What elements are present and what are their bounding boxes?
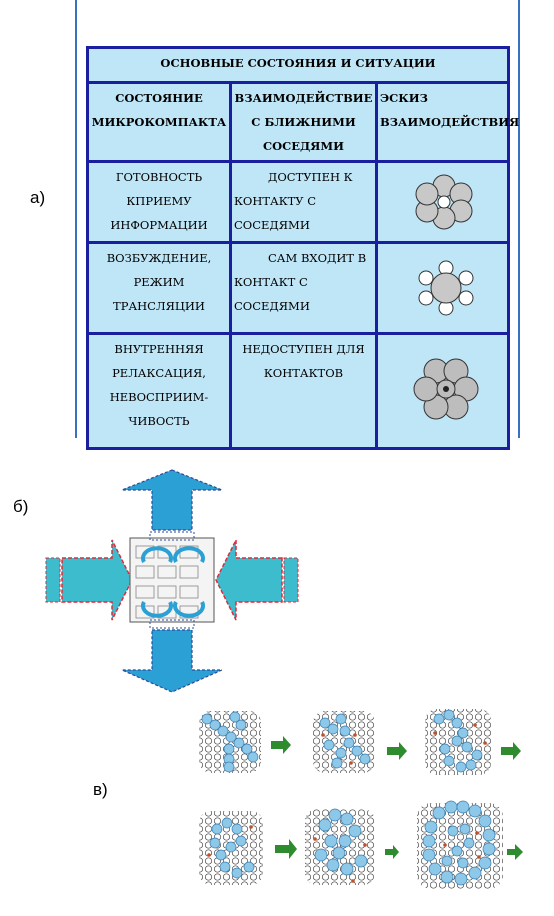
arrow-from-left	[45, 539, 133, 621]
header-sketch: ЭСКИЗ ВЗАИМОДЕЙСТВИЯ	[378, 84, 519, 160]
central-grid	[129, 531, 215, 629]
arrow-from-right	[215, 539, 299, 621]
table-title: ОСНОВНЫЕ СОСТОЯНИЯ И СИТУАЦИИ	[89, 49, 507, 81]
pattern-sequence	[199, 709, 523, 889]
next-arrow-5	[385, 845, 399, 859]
pattern-step-1	[199, 711, 261, 773]
header-interaction: ВЗАИМОДЕЙСТВИЕ С БЛИЖНИМИ СОСЕДЯМИ	[232, 84, 375, 160]
panel-label-a: а)	[30, 188, 46, 207]
next-arrow-3	[501, 742, 521, 760]
states-table: ОСНОВНЫЕ СОСТОЯНИЯ И СИТУАЦИИ СОСТОЯНИЕ …	[86, 46, 519, 450]
frame-line-right	[518, 0, 520, 438]
row-2-sketch	[378, 244, 507, 332]
pattern-step-6	[417, 800, 503, 889]
row-2-state: ВОЗБУЖДЕНИЕ, РЕЖИМ ТРАНСЛЯЦИИ	[89, 244, 229, 332]
pattern-step-2	[313, 711, 375, 773]
next-arrow-1	[271, 736, 291, 754]
cross-arrows-diagram	[45, 469, 299, 693]
row-3-interaction: НЕДОСТУПЕН ДЛЯ КОНТАКТОВ	[232, 335, 375, 447]
row-1-sketch	[378, 163, 507, 241]
panel-label-c: в)	[93, 780, 108, 799]
row-3-state: ВНУТРЕННЯЯ РЕЛАКСАЦИЯ, НЕВОСПРИИМ-ЧИВОСТ…	[89, 335, 229, 447]
next-arrow-6	[507, 844, 523, 860]
pattern-step-3	[425, 709, 491, 775]
gray-closed-cluster-icon	[413, 358, 479, 420]
row-3-sketch	[378, 335, 507, 447]
arrow-down	[121, 629, 223, 693]
row-1-state: ГОТОВНОСТЬ КПРИЕМУ ИНФОРМАЦИИ	[89, 163, 229, 241]
header-state: СОСТОЯНИЕ МИКРОКОМПАКТА	[89, 84, 229, 160]
next-arrow-4	[275, 839, 297, 859]
row-2-interaction: САМ ВХОДИТ В КОНТАКТ С СОСЕДЯМИ	[232, 244, 375, 332]
pattern-step-5	[305, 808, 375, 885]
gray-cluster-white-center-icon	[415, 174, 473, 230]
frame-line-left	[75, 0, 77, 438]
gray-center-white-ring-icon	[418, 260, 474, 316]
arrow-up	[121, 469, 223, 531]
panel-label-b: б)	[13, 497, 29, 516]
next-arrow-2	[387, 742, 407, 760]
row-1-interaction: ДОСТУПЕН К КОНТАКТУ С СОСЕДЯМИ	[232, 163, 375, 241]
pattern-step-4	[199, 811, 263, 885]
